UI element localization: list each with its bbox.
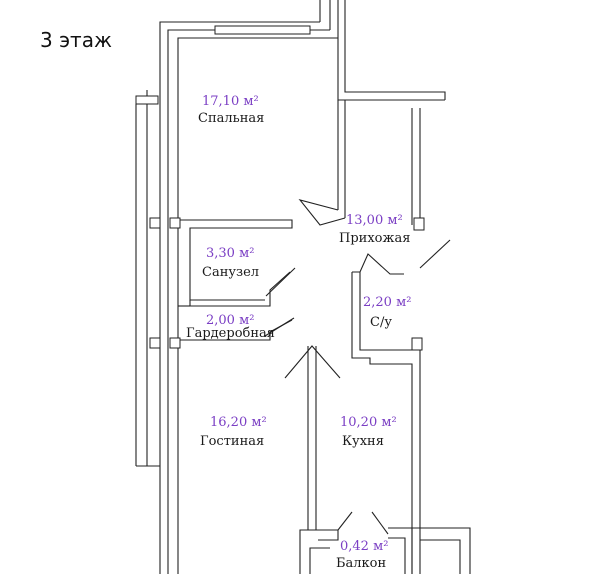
room-area-bathroom: 3,30 м² xyxy=(206,246,255,261)
room-name-kitchen: Кухня xyxy=(342,434,384,449)
room-area-hallway: 13,00 м² xyxy=(346,213,403,228)
window-left-1 xyxy=(135,95,159,105)
room-name-hallway: Прихожая xyxy=(339,231,411,246)
window-top xyxy=(214,25,311,35)
room-name-wardrobe: Гардеробная xyxy=(186,326,275,341)
outer-walls xyxy=(135,0,446,574)
floor-label: 3 этаж xyxy=(40,28,112,52)
room-area-balcony: 0,42 м² xyxy=(340,539,389,554)
room-name-bedroom: Спальная xyxy=(198,111,265,126)
inner-walls xyxy=(149,100,471,574)
room-area-wc: 2,20 м² xyxy=(363,295,412,310)
room-name-wc: С/у xyxy=(370,315,392,330)
room-area-kitchen: 10,20 м² xyxy=(340,415,397,430)
room-area-bedroom: 17,10 м² xyxy=(202,94,259,109)
room-area-living: 16,20 м² xyxy=(210,415,267,430)
room-name-balcony: Балкон xyxy=(336,556,387,571)
room-area-wardrobe: 2,00 м² xyxy=(206,313,255,328)
room-name-bathroom: Санузел xyxy=(202,265,260,280)
room-name-living: Гостиная xyxy=(200,434,265,449)
